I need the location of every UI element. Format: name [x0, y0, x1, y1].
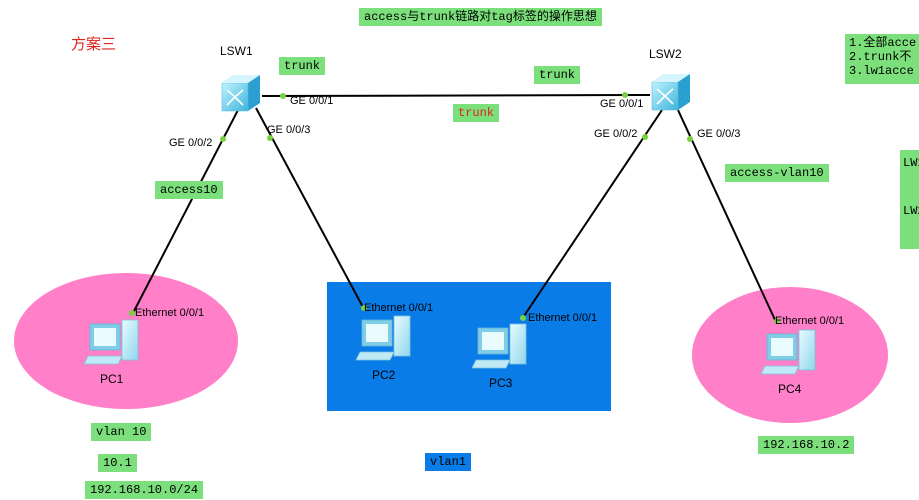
link-lsw2-pc4	[677, 109, 777, 323]
port-dot-pc4	[774, 318, 780, 324]
scheme-title: 方案三	[71, 36, 117, 53]
lsw1-port-ge003: GE 0/0/3	[267, 124, 311, 136]
port-dot-pc2	[361, 305, 367, 311]
pc1-port: Ethernet 0/0/1	[135, 307, 205, 319]
access-vlan10-label: access-vlan10	[725, 164, 829, 182]
switch-lsw2-icon[interactable]	[651, 74, 690, 111]
subnet-label: 192.168.10.0/24	[85, 481, 204, 499]
switch-lsw1-icon[interactable]	[221, 75, 260, 112]
lsw2-port-ge003: GE 0/0/3	[697, 128, 741, 140]
lsw1-port-ge001: GE 0/0/1	[290, 95, 334, 107]
page-title: access与trunk链路对tag标签的操作思想	[359, 8, 602, 26]
pc2-name: PC2	[372, 368, 396, 382]
link-lsw2-pc3	[521, 109, 663, 320]
trunk-label-link: trunk	[534, 66, 581, 84]
trunk-label-red: trunk	[453, 104, 500, 122]
pc4-ip-label: 192.168.10.2	[758, 436, 855, 454]
note-line-2: 2.trunk不	[849, 50, 912, 64]
link-lsw1-pc2	[255, 107, 365, 310]
ip-short-label: 10.1	[98, 454, 137, 472]
port-dot-pc3	[520, 315, 526, 321]
pc2-port: Ethernet 0/0/1	[364, 302, 434, 314]
note-line-3: 3.lw1acce	[849, 64, 914, 78]
vlan1-label: vlan1	[425, 453, 472, 471]
notes-panel-side: LW1 LW2	[900, 150, 919, 249]
notes-panel: 1.全部acce 2.trunk不 3.lw1acce	[845, 34, 919, 84]
port-dot-lsw2-ge002	[642, 134, 648, 140]
note-line-1: 1.全部acce	[849, 36, 917, 50]
note-side-2: LW2	[903, 204, 919, 218]
port-dot-pc1	[129, 310, 135, 316]
vlan10-label: vlan 10	[91, 423, 152, 441]
lsw1-name: LSW1	[220, 44, 253, 58]
port-dot-lsw1-ge002	[220, 136, 226, 142]
lsw2-port-ge002: GE 0/0/2	[594, 128, 638, 140]
pc3-icon[interactable]	[471, 323, 527, 369]
link-lsw1-pc1	[131, 109, 239, 316]
pc1-name: PC1	[100, 372, 124, 386]
lsw2-port-ge001: GE 0/0/1	[600, 98, 644, 110]
trunk-label-lsw1: trunk	[279, 57, 326, 75]
pc4-icon[interactable]	[760, 329, 816, 375]
link-lsw1-lsw2	[261, 94, 651, 97]
access10-label: access10	[155, 181, 223, 199]
port-dot-lsw1-ge003	[267, 135, 273, 141]
note-side-1: LW1	[903, 156, 919, 170]
vlan1-zone	[327, 282, 611, 411]
pc1-icon[interactable]	[83, 319, 139, 365]
lsw2-name: LSW2	[649, 47, 682, 61]
port-dot-lsw2-ge003	[687, 136, 693, 142]
pc3-name: PC3	[489, 376, 513, 390]
pc4-name: PC4	[778, 382, 802, 396]
lsw1-port-ge002: GE 0/0/2	[169, 137, 213, 149]
port-dot-lsw1-ge001	[280, 93, 286, 99]
port-dot-lsw2-ge001	[622, 92, 628, 98]
pc2-icon[interactable]	[355, 315, 411, 361]
pc4-port: Ethernet 0/0/1	[775, 315, 845, 327]
pc3-port: Ethernet 0/0/1	[528, 312, 598, 324]
